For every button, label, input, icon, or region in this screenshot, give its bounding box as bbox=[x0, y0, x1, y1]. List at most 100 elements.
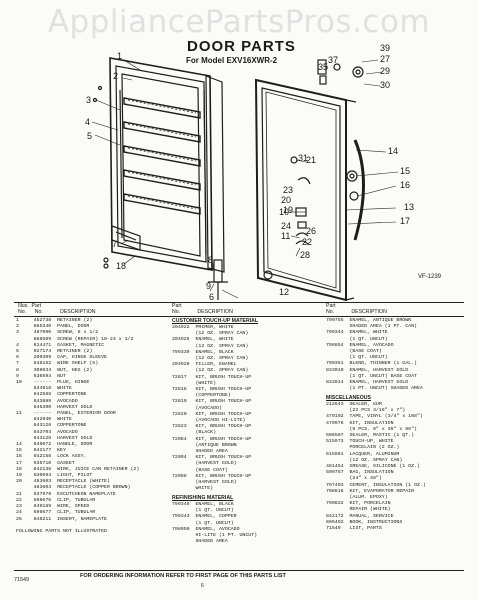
table-row: 515973 TOUCH-UP, WHITE bbox=[326, 439, 394, 445]
table-row: (1 QT. UNCUT) bbox=[326, 336, 388, 342]
callout-1: 1 bbox=[117, 51, 123, 61]
callout-7: 7 bbox=[112, 239, 118, 249]
table-row: 2 865340 PANEL, DOOR bbox=[16, 324, 90, 330]
table-row: 21 837979 ESCUTCHEON NAMEPLATE bbox=[16, 491, 116, 497]
table-row: 72098 KIT, BRUSH TOUCH-UP bbox=[172, 473, 252, 479]
table-row: 7 848152 WIRE SHELF (5) bbox=[16, 361, 99, 367]
table-row: (WHITE) bbox=[172, 380, 217, 386]
table-row: 15 842177 KEY bbox=[16, 448, 66, 454]
table-row: 799339 ENAMEL, BLACK bbox=[172, 349, 234, 355]
table-row: (HARVEST GOLD) bbox=[172, 480, 237, 486]
col2-header: Part No. DESCRIPTION bbox=[172, 303, 233, 315]
table-row: 799346 ENAMEL, BLACK bbox=[172, 502, 234, 507]
callout-11: 11 bbox=[281, 231, 291, 241]
page-subtitle: For Model EXV16XWR-2 bbox=[186, 56, 278, 65]
callout-17: 17 bbox=[400, 216, 411, 226]
callout-3: 3 bbox=[86, 95, 92, 105]
table-row: 9 636594 NUT bbox=[16, 373, 66, 379]
table-row: 10 ------ PLUG, HINGE bbox=[16, 380, 90, 386]
callout-24: 24 bbox=[281, 221, 292, 231]
table-row: (AVOCADO HI-LITE) bbox=[172, 418, 246, 424]
callout-30: 30 bbox=[380, 80, 391, 90]
table-row: 799343 ENAMEL, COPPER bbox=[172, 514, 237, 520]
col1-parts-list: 1 452738 RETAINER (2)2 865340 PANEL, DOO… bbox=[16, 318, 139, 535]
table-row: 3 487090 SCREW, 8 x 1/2 bbox=[16, 330, 99, 336]
table-row: (HARVEST GOLD) bbox=[172, 461, 237, 467]
table-row: 6 209309 CAP, HINGE SLEEVE bbox=[16, 355, 107, 361]
col3-header: Part No. DESCRIPTION bbox=[326, 303, 387, 315]
callout-9: 9 bbox=[206, 281, 212, 291]
page-number: 71549 bbox=[14, 577, 29, 583]
table-row: (24" x 48") bbox=[326, 476, 382, 482]
callout-31: 31 bbox=[298, 153, 309, 163]
door-liner-drawing bbox=[109, 57, 213, 271]
table-row: 842040 WHITE bbox=[16, 417, 72, 423]
callout-18: 18 bbox=[116, 261, 127, 271]
table-row: 799351 BLEND, THINNER (1 GAL.) bbox=[326, 361, 417, 367]
table-row: 696492 BOOK, INSTRUCTIONS bbox=[326, 519, 403, 525]
table-row: (1 QT. UNCUT) BASE COAT bbox=[326, 373, 417, 379]
table-row: 479102 TAPE, VINYL (3/4" x 108") bbox=[326, 414, 423, 420]
table-row: HI-LITE (1 PT. UNCUT) bbox=[172, 533, 258, 539]
table-row: (1 QT. UNCUT) bbox=[172, 508, 234, 514]
callout-28: 28 bbox=[300, 250, 311, 260]
figure-code: VF-1239 bbox=[418, 274, 442, 280]
table-row: 843704 AVOCADO bbox=[16, 429, 78, 435]
table-row: 843889 AVOCADO bbox=[16, 398, 78, 404]
table-row: (AVOCADO) bbox=[172, 405, 222, 411]
table-row: 14 846072 HANDLE, DOOR bbox=[16, 442, 93, 448]
table-row: (ANTIQUE BROWN bbox=[172, 442, 237, 448]
table-row: 845390 HARVEST GOLD bbox=[16, 404, 93, 410]
table-row: SHADED AREA (1 PT. CAN) bbox=[326, 324, 417, 330]
table-row: 834918 WHITE bbox=[16, 386, 72, 392]
callout-5: 5 bbox=[87, 131, 93, 141]
table-row: 72820 KIT, BRUSH TOUCH-UP bbox=[172, 411, 252, 417]
table-row: 799344 ENAMEL, WHITE bbox=[326, 330, 388, 336]
table-row: 509757 BAG, INSULATION bbox=[326, 470, 394, 476]
table-row: (12 OZ. SPRAY CAN) bbox=[172, 343, 249, 349]
table-bottom-rule bbox=[14, 570, 464, 571]
table-row: 506587 SEALER, MASTIC (1 QT.) bbox=[326, 433, 415, 439]
table-row: 799822 KIT, PORCELAIN bbox=[326, 501, 391, 507]
table-top-rule bbox=[14, 302, 464, 303]
table-row: 833010 ENAMEL, HARVEST GOLD bbox=[326, 367, 409, 373]
table-row: 18 842138 WIRE, JUICE CAN RETAINER (2) bbox=[16, 466, 140, 472]
table-row: (12 OZ. SPRAY CAN) bbox=[172, 331, 249, 337]
table-row: 16 842158 LOCK ASSY. bbox=[16, 454, 87, 460]
table-row: 72094 KIT, BRUSH TOUCH-UP bbox=[172, 455, 252, 461]
callout-37: 37 bbox=[328, 55, 339, 65]
table-row: 842588 COPPERTONE bbox=[16, 392, 87, 398]
table-row: 22 698676 CLIP, TUBULAR bbox=[16, 497, 96, 503]
table-row: (12 OZ. SPRAY CAN) bbox=[326, 457, 403, 463]
table-row: 204922 PRIMER, WHITE bbox=[172, 325, 234, 330]
table-row: (12 OZ. SPRAY CAN) bbox=[172, 368, 249, 374]
table-row: (1 QT. UNCUT) bbox=[326, 355, 388, 361]
table-row: 26 846211 INSERT, NAMEPLATE bbox=[16, 516, 107, 522]
callout-14: 14 bbox=[388, 146, 399, 156]
exterior-panel-drawing bbox=[254, 78, 357, 302]
callout-10: 10 bbox=[279, 207, 290, 217]
table-row: 72818 KIT, BRUSH TOUCH-UP bbox=[172, 387, 252, 393]
table-row: (22 PCS 3/16" x 7") bbox=[326, 408, 406, 414]
table-row: 8 309034 NUT, HEX (2) bbox=[16, 367, 93, 373]
col2-section-title: CUSTOMER TOUCH-UP MATERIAL bbox=[172, 318, 259, 324]
callout-19: 19 bbox=[283, 205, 294, 215]
table-row: (1 PT. UNCUT) SHADED AREA bbox=[326, 386, 423, 392]
callout-16: 16 bbox=[400, 180, 411, 190]
table-row: 798950 ENAMEL, AVOCADO bbox=[172, 526, 240, 532]
table-row: 20 483603 RECEPTACLE (WHITE) bbox=[16, 479, 110, 485]
table-row: 4 614471 GASKET, MAGNETIC bbox=[16, 342, 105, 348]
col3b-parts-list: 212643 SEALER, GUM (22 PCS 3/16" x 7")47… bbox=[326, 402, 426, 532]
hinge-cap-drawing bbox=[317, 59, 327, 75]
table-row: 833014 ENAMEL, HARVEST GOLD bbox=[326, 380, 409, 386]
callout-39: 39 bbox=[380, 43, 391, 53]
table-row: 1 452738 RETAINER (2) bbox=[16, 318, 93, 323]
juice-can-retainer-drawing bbox=[111, 225, 141, 251]
table-row: 798616 KIT, EVAPORATOR REPAIR bbox=[326, 488, 415, 494]
table-row: 72819 KIT, BRUSH TOUCH-UP bbox=[172, 399, 252, 405]
callout-15: 15 bbox=[400, 166, 411, 176]
table-row: 797403 CEMENT, INSULATION (1 OZ.) bbox=[326, 482, 426, 488]
table-row: REPAIR (WHITE) bbox=[326, 507, 391, 513]
ordering-note: FOR ORDERING INFORMATION REFER TO FIRST … bbox=[80, 573, 286, 579]
